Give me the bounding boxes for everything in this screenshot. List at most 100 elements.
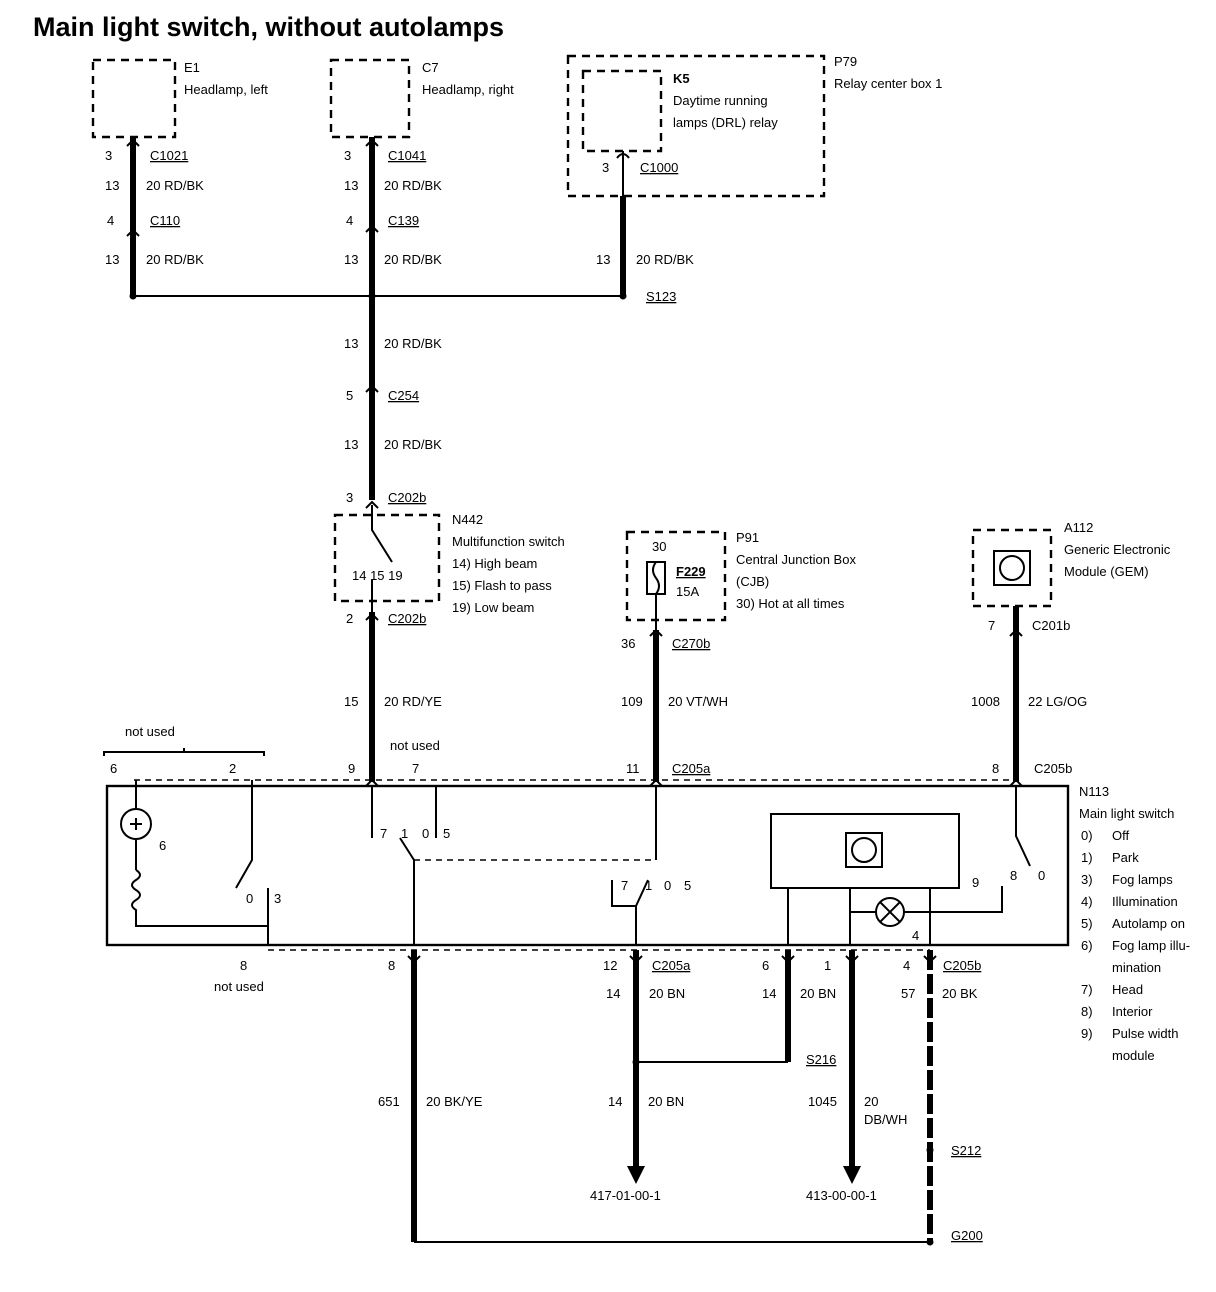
e1-circuit-2: 13 xyxy=(105,252,119,267)
p79-id: P79 xyxy=(834,54,857,69)
n113-item-text: Fog lamp illu- xyxy=(1112,938,1190,953)
n113-item-text: Pulse width xyxy=(1112,1026,1178,1041)
n442-multifunction-switch-box xyxy=(333,513,441,603)
mid-switch-leads xyxy=(371,786,437,838)
a112-id: A112 xyxy=(1064,520,1093,535)
n113-item-num: 4) xyxy=(1081,894,1093,909)
ref-413: 413-00-00-1 xyxy=(806,1188,877,1203)
gem-circuit: 1008 xyxy=(971,694,1000,709)
n113-item-num: 1) xyxy=(1081,850,1093,865)
internal-3: 3 xyxy=(274,891,281,906)
p91-cjb-box xyxy=(625,530,727,622)
module-icon xyxy=(999,555,1025,581)
internal-1: 1 xyxy=(401,826,408,841)
fog-pin-1: 1 xyxy=(645,878,652,893)
trunk-wire-2: 20 RD/BK xyxy=(384,437,442,452)
top-pin-6: 6 xyxy=(110,761,117,776)
e1-name: Headlamp, left xyxy=(184,82,268,97)
trunk-wire-1: 20 RD/BK xyxy=(384,336,442,351)
n113-item-num: 3) xyxy=(1081,872,1093,887)
connector-mark-57 xyxy=(923,955,937,964)
c7-pin: 3 xyxy=(344,148,351,163)
n113-item-text: Head xyxy=(1112,982,1143,997)
not-used-label-mid: not used xyxy=(390,738,440,753)
resistor-icon xyxy=(131,869,268,927)
bottom-pin-4: 4 xyxy=(903,958,910,973)
n113-item-text: Off xyxy=(1112,828,1129,843)
connector-marks-n442 xyxy=(365,612,379,787)
wire-14-circuit-b: 14 xyxy=(608,1094,622,1109)
not-used-label-left: not used xyxy=(125,724,175,739)
internal-6: 6 xyxy=(159,838,166,853)
c202b-bot-label: C202b xyxy=(388,611,426,626)
not-used-bracket xyxy=(103,748,265,756)
n113-name: Main light switch xyxy=(1079,806,1174,821)
s123-node-mid xyxy=(368,292,376,300)
n113-item-text: Fog lamps xyxy=(1112,872,1173,887)
n113-item-num: 6) xyxy=(1081,938,1093,953)
n113-items: 0) Off 1) Park 3) Fog lamps 4) Illuminat… xyxy=(1081,828,1190,1063)
s123-node-left xyxy=(129,292,137,300)
wire-57-color: 20 BK xyxy=(942,986,978,1001)
pwm-module-icon xyxy=(851,837,877,863)
c7-circuit-2: 13 xyxy=(344,252,358,267)
not-used-label-bottom: not used xyxy=(214,979,264,994)
c7-wire-1: 20 RD/BK xyxy=(384,178,442,193)
n113-item-text: Autolamp on xyxy=(1112,916,1185,931)
gem-wire: 22 LG/OG xyxy=(1028,694,1087,709)
connector-mark-1045 xyxy=(845,955,859,964)
lamp-cross xyxy=(130,818,142,830)
interior-lamp-leads xyxy=(850,886,1003,913)
n113-item-text: module xyxy=(1112,1048,1155,1063)
k5-name-line1: Daytime running xyxy=(673,93,768,108)
pwm-module-frame xyxy=(845,832,883,868)
e1-headlamp-left-box xyxy=(91,58,177,139)
a112-module-frame xyxy=(993,550,1031,586)
top-pin-8: 8 xyxy=(992,761,999,776)
s212-label: S212 xyxy=(951,1143,981,1158)
fuse-icon xyxy=(652,561,660,595)
s123-label: S123 xyxy=(646,289,676,304)
e1-wire-2: 20 RD/BK xyxy=(146,252,204,267)
k5-circuit: 13 xyxy=(596,252,610,267)
ref-417: 417-01-00-1 xyxy=(590,1188,661,1203)
e1-pin: 3 xyxy=(105,148,112,163)
n113-main-light-switch-box xyxy=(105,784,1070,947)
bottom-pin-8: 8 xyxy=(388,958,395,973)
n113-item-text: Interior xyxy=(1112,1004,1153,1019)
c7-name: Headlamp, right xyxy=(422,82,514,97)
a112-name-line1: Generic Electronic xyxy=(1064,542,1171,557)
fog-pin-0: 0 xyxy=(664,878,671,893)
bottom-pin-12: 12 xyxy=(603,958,617,973)
pwm-leads xyxy=(787,888,931,945)
wire-1045-color: DB/WH xyxy=(864,1112,907,1127)
mid-switch-lever xyxy=(399,837,415,945)
top-pin-11: 11 xyxy=(626,761,640,776)
page-title: Main light switch, without autolamps xyxy=(33,12,504,42)
c110-pin: 4 xyxy=(107,213,114,228)
bottom-pin-8-left: 8 xyxy=(240,958,247,973)
n113-item-num: 0) xyxy=(1081,828,1093,843)
e1-id: E1 xyxy=(184,60,200,75)
e1-wire-1: 20 RD/BK xyxy=(146,178,204,193)
k5-wire: 20 RD/BK xyxy=(636,252,694,267)
g200-node xyxy=(926,1238,934,1246)
g200-label: G200 xyxy=(951,1228,983,1243)
c205a-bot-label: C205a xyxy=(652,958,691,973)
k5-id: K5 xyxy=(673,71,690,86)
n442-wire: 20 RD/YE xyxy=(384,694,442,709)
connector-marks-e1 xyxy=(126,138,140,237)
wire-14-color-b: 20 BN xyxy=(648,1094,684,1109)
pulse-width-module-box xyxy=(770,813,960,889)
c202b-bot-pin: 2 xyxy=(346,611,353,626)
n442-item-low-beam: 19) Low beam xyxy=(452,600,534,615)
arrow-413 xyxy=(843,1166,861,1184)
n442-id: N442 xyxy=(452,512,483,527)
n113-id: N113 xyxy=(1079,784,1109,799)
wire-1045-circuit: 1045 xyxy=(808,1094,837,1109)
f229-rating: 15A xyxy=(676,584,699,599)
internal-9: 9 xyxy=(972,875,979,890)
internal-0-mid: 0 xyxy=(422,826,429,841)
c110-label: C110 xyxy=(150,213,180,228)
c1041-label: C1041 xyxy=(388,148,426,163)
